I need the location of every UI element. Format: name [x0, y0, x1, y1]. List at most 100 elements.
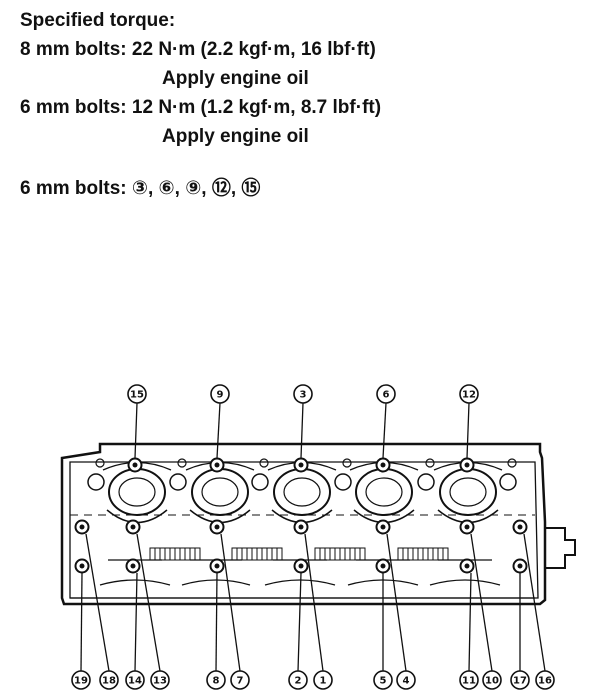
- small-hole-3: [259, 458, 269, 468]
- spec-6mm-value: 12 N·m (1.2 kgf·m, 8.7 lbf·ft): [131, 97, 382, 118]
- callout-bottom-11-ring: [459, 670, 479, 690]
- callout-top-6-ring: [376, 384, 396, 404]
- bolt-center-15: [214, 563, 220, 569]
- callout-bottom-13: 13: [153, 676, 167, 687]
- bolt-center-3: [298, 462, 304, 468]
- callout-bottom-1: 1: [320, 676, 327, 687]
- cam-journal-5: [439, 468, 497, 516]
- callout-bottom-4: 4: [403, 676, 410, 687]
- leader-top-6: [382, 402, 387, 459]
- leader-lines: [80, 402, 546, 672]
- plug-hole-2: [169, 473, 187, 491]
- bolt-center-6: [79, 524, 85, 530]
- leader-bottom-8: [215, 572, 218, 672]
- spring-block-1: [149, 547, 201, 561]
- small-hole-6: [507, 458, 517, 468]
- spec-6mm-line: 6 mm bolts: 12 N·m (1.2 kgf·m, 8.7 lbf·f…: [20, 93, 381, 122]
- small-hole-2: [177, 458, 187, 468]
- callout-bottom-18-ring: [99, 670, 119, 690]
- cam-journal-2: [191, 468, 249, 516]
- callout-top-3-ring: [293, 384, 313, 404]
- leader-bottom-7: [220, 533, 241, 672]
- spec-heading: Specified torque:: [20, 10, 176, 31]
- bolt-center-2: [214, 462, 220, 468]
- cam-journal-3: [273, 468, 331, 516]
- callout-bottom-13-ring: [150, 670, 170, 690]
- bolt-center-14: [130, 563, 136, 569]
- callout-top-3: 3: [300, 390, 307, 401]
- lower-bridge-2: [181, 579, 251, 586]
- callout-bottom-10-ring: [482, 670, 502, 690]
- callout-bottom-8-ring: [206, 670, 226, 690]
- callout-bottom-2-ring: [288, 670, 308, 690]
- leader-bottom-19: [80, 572, 83, 672]
- callout-bottom-16-ring: [535, 670, 555, 690]
- callout-top-9: 9: [217, 390, 224, 401]
- spring-block-3: [314, 547, 366, 561]
- spec-6mm-list-label: 6 mm bolts:: [20, 178, 127, 199]
- bolt-center-8: [214, 524, 220, 530]
- bolt-center-10: [380, 524, 386, 530]
- bolt-center-9: [298, 524, 304, 530]
- callout-bottom-17: 17: [513, 676, 527, 687]
- bolt-center-13: [79, 563, 85, 569]
- spec-6mm-bolt-list: 6 mm bolts: ③, ⑥, ⑨, ⑫, ⑮: [20, 174, 381, 203]
- cam-journal-bore-2: [201, 477, 239, 507]
- leader-top-12: [466, 402, 470, 459]
- cam-journal-bore-4: [365, 477, 403, 507]
- callout-bottom-7: 7: [237, 676, 244, 687]
- callout-bottom-19: 19: [74, 676, 88, 687]
- leader-bottom-16: [523, 533, 546, 672]
- cam-journal-bore-1: [118, 477, 156, 507]
- cap-edge-1: [106, 509, 168, 524]
- head-outline: [60, 442, 547, 606]
- spec-8mm-value: 22 N·m (2.2 kgf·m, 16 lbf·ft): [131, 39, 376, 60]
- bolt-center-12: [517, 524, 523, 530]
- spec-8mm-label: 8 mm bolts:: [20, 39, 127, 60]
- spring-block-2: [231, 547, 283, 561]
- spec-8mm-note: Apply engine oil: [162, 68, 309, 89]
- callout-bottom-18: 18: [102, 676, 116, 687]
- callout-top-12-ring: [459, 384, 479, 404]
- leader-bottom-14: [134, 572, 138, 672]
- cam-journal-bore-3: [283, 477, 321, 507]
- lower-bridge-5: [429, 579, 501, 586]
- leader-bottom-13: [136, 533, 161, 672]
- callout-top-15-ring: [127, 384, 147, 404]
- lower-bridge-3: [264, 579, 336, 586]
- bolt-holes: [74, 457, 528, 574]
- bolt-center-7: [130, 524, 136, 530]
- callout-bottom-17-ring: [510, 670, 530, 690]
- leader-bottom-11: [468, 572, 472, 672]
- spec-8mm-line: 8 mm bolts: 22 N·m (2.2 kgf·m, 16 lbf·ft…: [20, 35, 381, 64]
- plug-hole-5: [417, 473, 435, 491]
- cam-journal-1: [108, 468, 166, 516]
- cam-journals: [108, 468, 497, 516]
- callout-bottom-16: 16: [538, 676, 552, 687]
- callout-top-15: 15: [130, 390, 144, 401]
- leader-top-15: [134, 402, 138, 459]
- callout-bottom-7-ring: [230, 670, 250, 690]
- callout-bottom-14-ring: [125, 670, 145, 690]
- callout-bottom-1-ring: [313, 670, 333, 690]
- leader-bottom-18: [85, 533, 110, 672]
- callout-bottom-8: 8: [213, 676, 220, 687]
- bolt-center-4: [380, 462, 386, 468]
- leader-bottom-2: [297, 572, 302, 672]
- callout-top-12: 12: [462, 390, 476, 401]
- plug-hole-3: [251, 473, 269, 491]
- torque-spec-block: Specified torque: 8 mm bolts: 22 N·m (2.…: [20, 6, 381, 203]
- end-extension: [544, 527, 576, 569]
- bolt-center-18: [464, 563, 470, 569]
- bolt-center-16: [298, 563, 304, 569]
- bolt-center-19: [517, 563, 523, 569]
- callout-bottom-5: 5: [380, 676, 387, 687]
- leader-bottom-1: [304, 533, 324, 672]
- callout-bottom-2: 2: [295, 676, 302, 687]
- small-hole-5: [425, 458, 435, 468]
- bolt-center-5: [464, 462, 470, 468]
- cam-journal-bore-5: [449, 477, 487, 507]
- leader-top-3: [300, 402, 304, 459]
